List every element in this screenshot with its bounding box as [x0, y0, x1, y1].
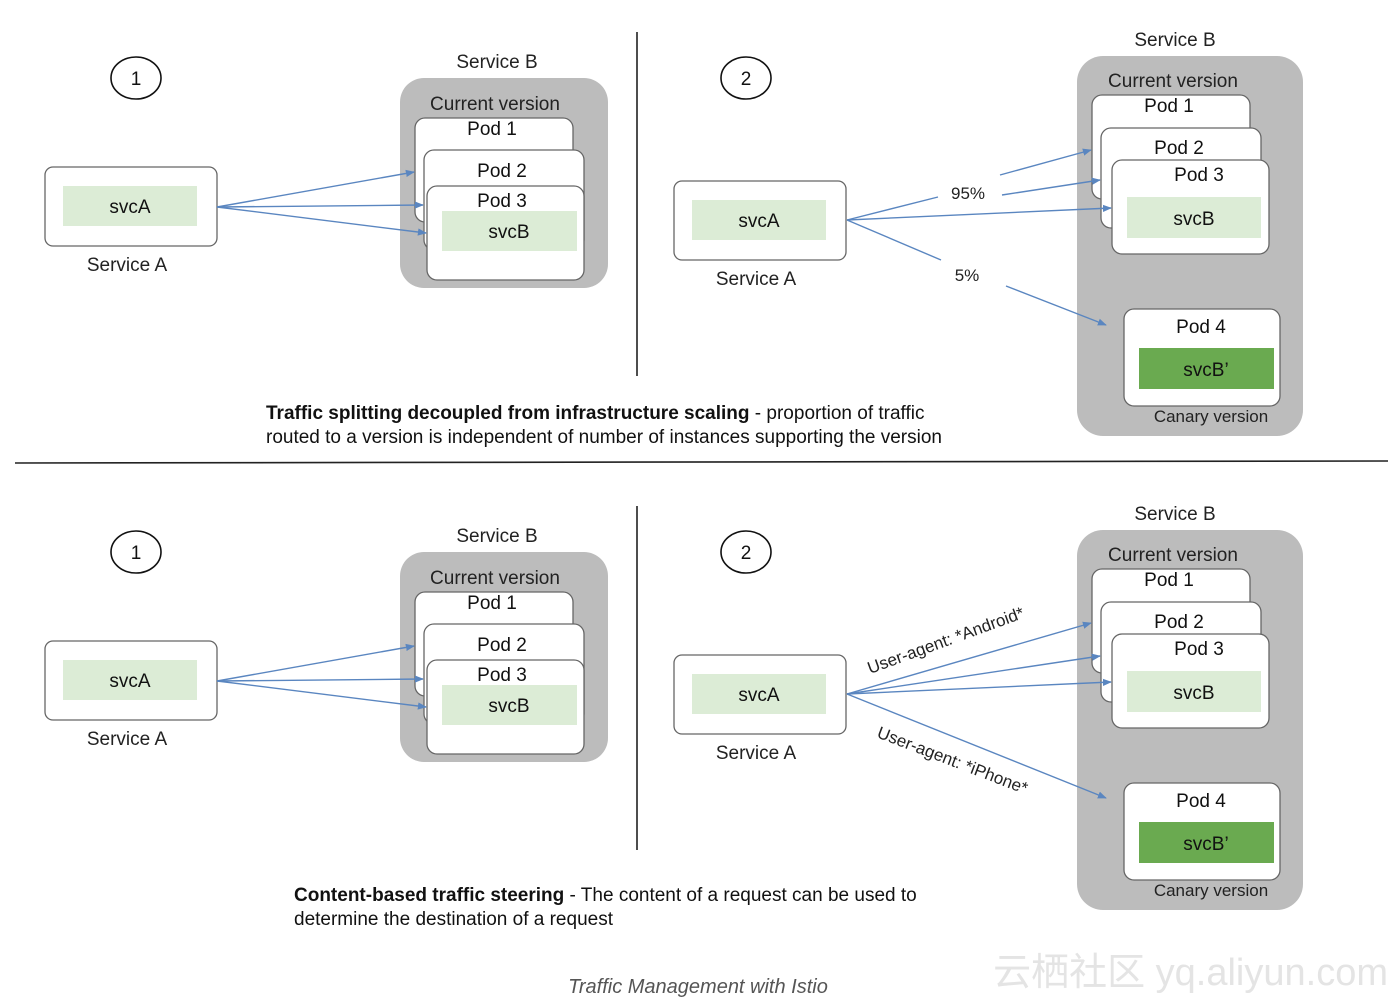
arrow-to-pod-2 [846, 653, 1101, 695]
current-version-label: Current version [430, 568, 560, 589]
pod-1-label: Pod 1 [467, 119, 517, 140]
pod-1-label: Pod 1 [1144, 96, 1194, 117]
arrow-to-pod-3 [846, 678, 1112, 695]
current-version-label: Current version [430, 94, 560, 115]
android-rule-label: User-agent: *Android* [865, 603, 1027, 678]
arrow-to-pod-4 [846, 693, 1107, 799]
pod-1-label: Pod 1 [467, 593, 517, 614]
step-2-circle [720, 56, 772, 100]
step-2-circle [720, 530, 772, 574]
current-version-label: Current version [1108, 545, 1238, 566]
pod-4-label: Pod 4 [1176, 317, 1226, 338]
top-caption-line-1: Traffic splitting decoupled from infrast… [266, 403, 924, 424]
service-b-title: Service B [456, 526, 537, 547]
service-b-title: Service B [1134, 30, 1215, 51]
step-2-number: 2 [741, 543, 752, 564]
arrow-to-pod-1 [846, 621, 1092, 695]
arrow-to-pod-1 [216, 643, 415, 682]
svc-b-label: svcB [488, 222, 529, 243]
step-1-circle [110, 530, 162, 574]
arrow-to-pod-3 [216, 680, 427, 710]
service-b-title: Service B [456, 52, 537, 73]
arrow-5-to-pod-4 [1005, 285, 1107, 326]
bottom-caption-line-1: Content-based traffic steering - The con… [294, 885, 917, 906]
step-1-circle [110, 56, 162, 100]
top-caption-rest: - proportion of traffic [750, 403, 925, 424]
step-2-number: 2 [741, 69, 752, 90]
arrow-5-stem [846, 219, 942, 261]
svc-a-label: svcA [738, 685, 780, 706]
pod-2-label: Pod 2 [1154, 138, 1204, 159]
svc-b-block [1127, 197, 1261, 238]
arrow-95-to-pod-3 [846, 204, 1112, 221]
pod-2-label: Pod 2 [477, 635, 527, 656]
pod-3-label: Pod 3 [1174, 165, 1224, 186]
pod-4-label: Pod 4 [1176, 791, 1226, 812]
svc-b-label: svcB [488, 696, 529, 717]
svc-b-canary-block [1139, 348, 1274, 389]
svc-a-block [63, 186, 197, 226]
service-a-caption: Service A [716, 269, 797, 290]
pod-2-label: Pod 2 [1154, 612, 1204, 633]
watermark: 云栖社区 yq.aliyun.com [993, 952, 1388, 994]
percent-5-label: 5% [955, 266, 980, 285]
pod-3-label: Pod 3 [1174, 639, 1224, 660]
service-b-title: Service B [1134, 504, 1215, 525]
top-caption-bold: Traffic splitting decoupled from infrast… [266, 403, 750, 424]
pod-1-label: Pod 1 [1144, 570, 1194, 591]
top-caption-line-2: routed to a version is independent of nu… [266, 427, 942, 448]
horizontal-divider [14, 460, 1389, 464]
svc-a-block [692, 674, 826, 714]
arrow-to-pod-3 [216, 206, 427, 236]
step-1-number: 1 [131, 69, 142, 90]
arrow-95-stem [846, 196, 939, 221]
svc-a-label: svcA [738, 211, 780, 232]
top-panel-2: 2 svcA Service A Service B Current versi… [673, 30, 1303, 436]
canary-version-label: Canary version [1154, 407, 1268, 426]
canary-version-label: Canary version [1154, 881, 1268, 900]
svc-b-label: svcB [1173, 209, 1214, 230]
pod-2-label: Pod 2 [477, 161, 527, 182]
svc-a-label: svcA [109, 197, 151, 218]
percent-95-label: 95% [951, 184, 985, 203]
arrow-95-to-pod-1 [999, 148, 1092, 176]
current-version-label: Current version [1108, 71, 1238, 92]
arrow-to-pod-2 [216, 675, 424, 683]
svc-b-canary-label: svcB’ [1183, 834, 1228, 855]
svc-b-block [1127, 671, 1261, 712]
top-panel-1: 1 svcA Service A Service B Current versi… [44, 52, 608, 288]
bottom-caption-line-2: determine the destination of a request [294, 909, 614, 930]
arrow-to-pod-1 [216, 169, 415, 208]
service-a-caption: Service A [87, 255, 168, 276]
svc-b-block [442, 211, 577, 251]
svc-a-label: svcA [109, 671, 151, 692]
step-1-number: 1 [131, 543, 142, 564]
arrow-95-to-pod-2 [1001, 177, 1101, 196]
svc-a-block [63, 660, 197, 700]
svc-b-canary-label: svcB’ [1183, 360, 1228, 381]
iphone-rule-label: User-agent: *iPhone* [875, 723, 1031, 798]
arrow-to-pod-2 [216, 201, 424, 209]
svc-b-block [442, 685, 577, 725]
bottom-panel-2: 2 svcA Service A Service B Current versi… [673, 504, 1303, 910]
svc-b-canary-block [1139, 822, 1274, 863]
svc-b-label: svcB [1173, 683, 1214, 704]
service-a-caption: Service A [716, 743, 797, 764]
bottom-caption-bold: Content-based traffic steering [294, 885, 564, 906]
bottom-caption-rest: - The content of a request can be used t… [564, 885, 916, 906]
footer-title: Traffic Management with Istio [568, 976, 828, 998]
bottom-panel-1: 1 svcA Service A Service B Current versi… [44, 526, 608, 762]
pod-3-label: Pod 3 [477, 665, 527, 686]
service-a-caption: Service A [87, 729, 168, 750]
pod-3-label: Pod 3 [477, 191, 527, 212]
svc-a-block [692, 200, 826, 240]
